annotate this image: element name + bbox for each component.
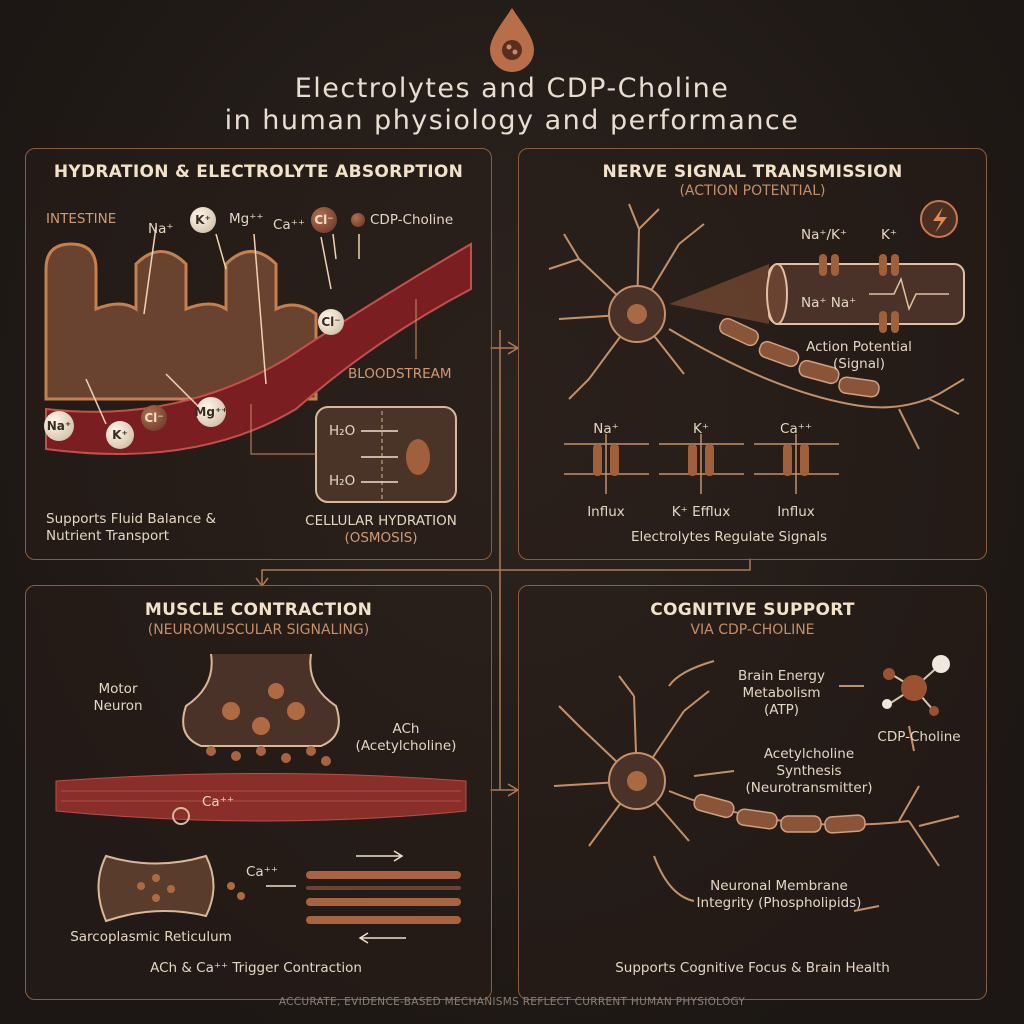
ion-magnesium: Mg⁺⁺	[194, 397, 228, 427]
nerve-caption: Electrolytes Regulate Signals	[630, 529, 828, 545]
intestine-bloodstream-illustration	[44, 226, 472, 503]
neuromuscular-illustration	[55, 653, 467, 944]
pump-label: Na⁺/K⁺	[801, 227, 848, 243]
drop-logo-icon	[490, 8, 534, 72]
panel-subheading: VIA CDP-CHOLINE	[690, 622, 815, 638]
acetylcholine-label: (Acetylcholine)	[355, 738, 457, 754]
panel-heading: COGNITIVE SUPPORT	[650, 600, 855, 620]
ion-potassium: K⁺	[190, 207, 216, 233]
channel-flow: Influx	[777, 504, 815, 520]
panel-heading: NERVE SIGNAL TRANSMISSION	[602, 162, 903, 182]
water-label: H₂O	[329, 423, 356, 439]
panel-muscle: MUSCLE CONTRACTION (NEUROMUSCULAR SIGNAL…	[25, 585, 492, 1000]
channel-flow: Influx	[587, 504, 625, 520]
hydration-caption: Supports Fluid Balance & Nutrient Transp…	[46, 511, 217, 544]
bloodstream-label: BLOODSTREAM	[348, 366, 452, 382]
acetylcholine-synthesis-label: Acetylcholine Synthesis (Neurotransmitte…	[745, 746, 873, 796]
cellular-hydration-label: CELLULAR HYDRATION	[305, 513, 457, 529]
channel-ion: K⁺	[693, 421, 709, 437]
ion-sodium: Na⁺	[44, 411, 74, 441]
cdp-choline-icon	[351, 213, 365, 227]
calcium-label: Ca⁺⁺	[202, 794, 234, 810]
ion-label: Mg⁺⁺	[229, 211, 264, 227]
panel-subheading: (NEUROMUSCULAR SIGNALING)	[147, 622, 370, 638]
page-subtitle: in human physiology and performance	[224, 105, 800, 136]
motor-neuron-label: Motor Neuron	[93, 681, 143, 714]
page-title: Electrolytes and CDP-Choline	[294, 73, 730, 104]
ion-chloride: Cl⁻	[311, 207, 337, 233]
panel-hydration: HYDRATION & ELECTROLYTE ABSORPTION INTES…	[25, 148, 492, 560]
ion-potassium: K⁺	[106, 421, 134, 449]
action-potential-label: Action Potential	[806, 339, 912, 355]
ion-chloride: Cl⁻	[141, 405, 167, 431]
signal-label: (Signal)	[832, 356, 885, 372]
ion-label: Na⁺	[148, 221, 174, 237]
panel-subheading: (ACTION POTENTIAL)	[679, 183, 826, 199]
panel-nerve: NERVE SIGNAL TRANSMISSION (ACTION POTENT…	[518, 148, 987, 560]
membrane-integrity-label: Neuronal Membrane Integrity (Phospholipi…	[696, 878, 862, 911]
channel-ion: Ca⁺⁺	[780, 421, 812, 437]
ion-label: Ca⁺⁺	[273, 217, 305, 233]
footer-note: ACCURATE, EVIDENCE-BASED MECHANISMS REFL…	[278, 996, 746, 1008]
ach-label: ACh	[392, 721, 420, 737]
brain-energy-label: Brain Energy Metabolism (ATP)	[738, 668, 825, 718]
channel-ion: Na⁺	[593, 421, 619, 437]
panel-heading: MUSCLE CONTRACTION	[144, 600, 373, 620]
calcium-label: Ca⁺⁺	[246, 864, 278, 880]
panel-heading: HYDRATION & ELECTROLYTE ABSORPTION	[53, 162, 464, 182]
sodium-label: Na⁺ Na⁺	[801, 295, 857, 311]
panel-cognitive: COGNITIVE SUPPORT VIA CDP-CHOLINE Brain …	[518, 585, 987, 1000]
cognitive-caption: Supports Cognitive Focus & Brain Health	[615, 960, 890, 976]
cdp-choline-label: CDP-Choline	[370, 212, 454, 228]
ion-chloride: Cl⁻	[318, 309, 344, 335]
channel-flow: K⁺ Efflux	[671, 504, 731, 520]
osmosis-label: (OSMOSIS)	[344, 530, 418, 546]
sarcoplasmic-reticulum-label: Sarcoplasmic Reticulum	[70, 929, 232, 945]
neuron-illustration	[548, 200, 965, 494]
muscle-caption: ACh & Ca⁺⁺ Trigger Contraction	[150, 960, 362, 976]
cdp-choline-label: CDP-Choline	[877, 729, 961, 745]
potassium-label: K⁺	[881, 227, 897, 243]
brain-neuron-illustration	[553, 655, 960, 912]
water-label: H₂O	[329, 473, 356, 489]
intestine-label: INTESTINE	[46, 211, 117, 227]
